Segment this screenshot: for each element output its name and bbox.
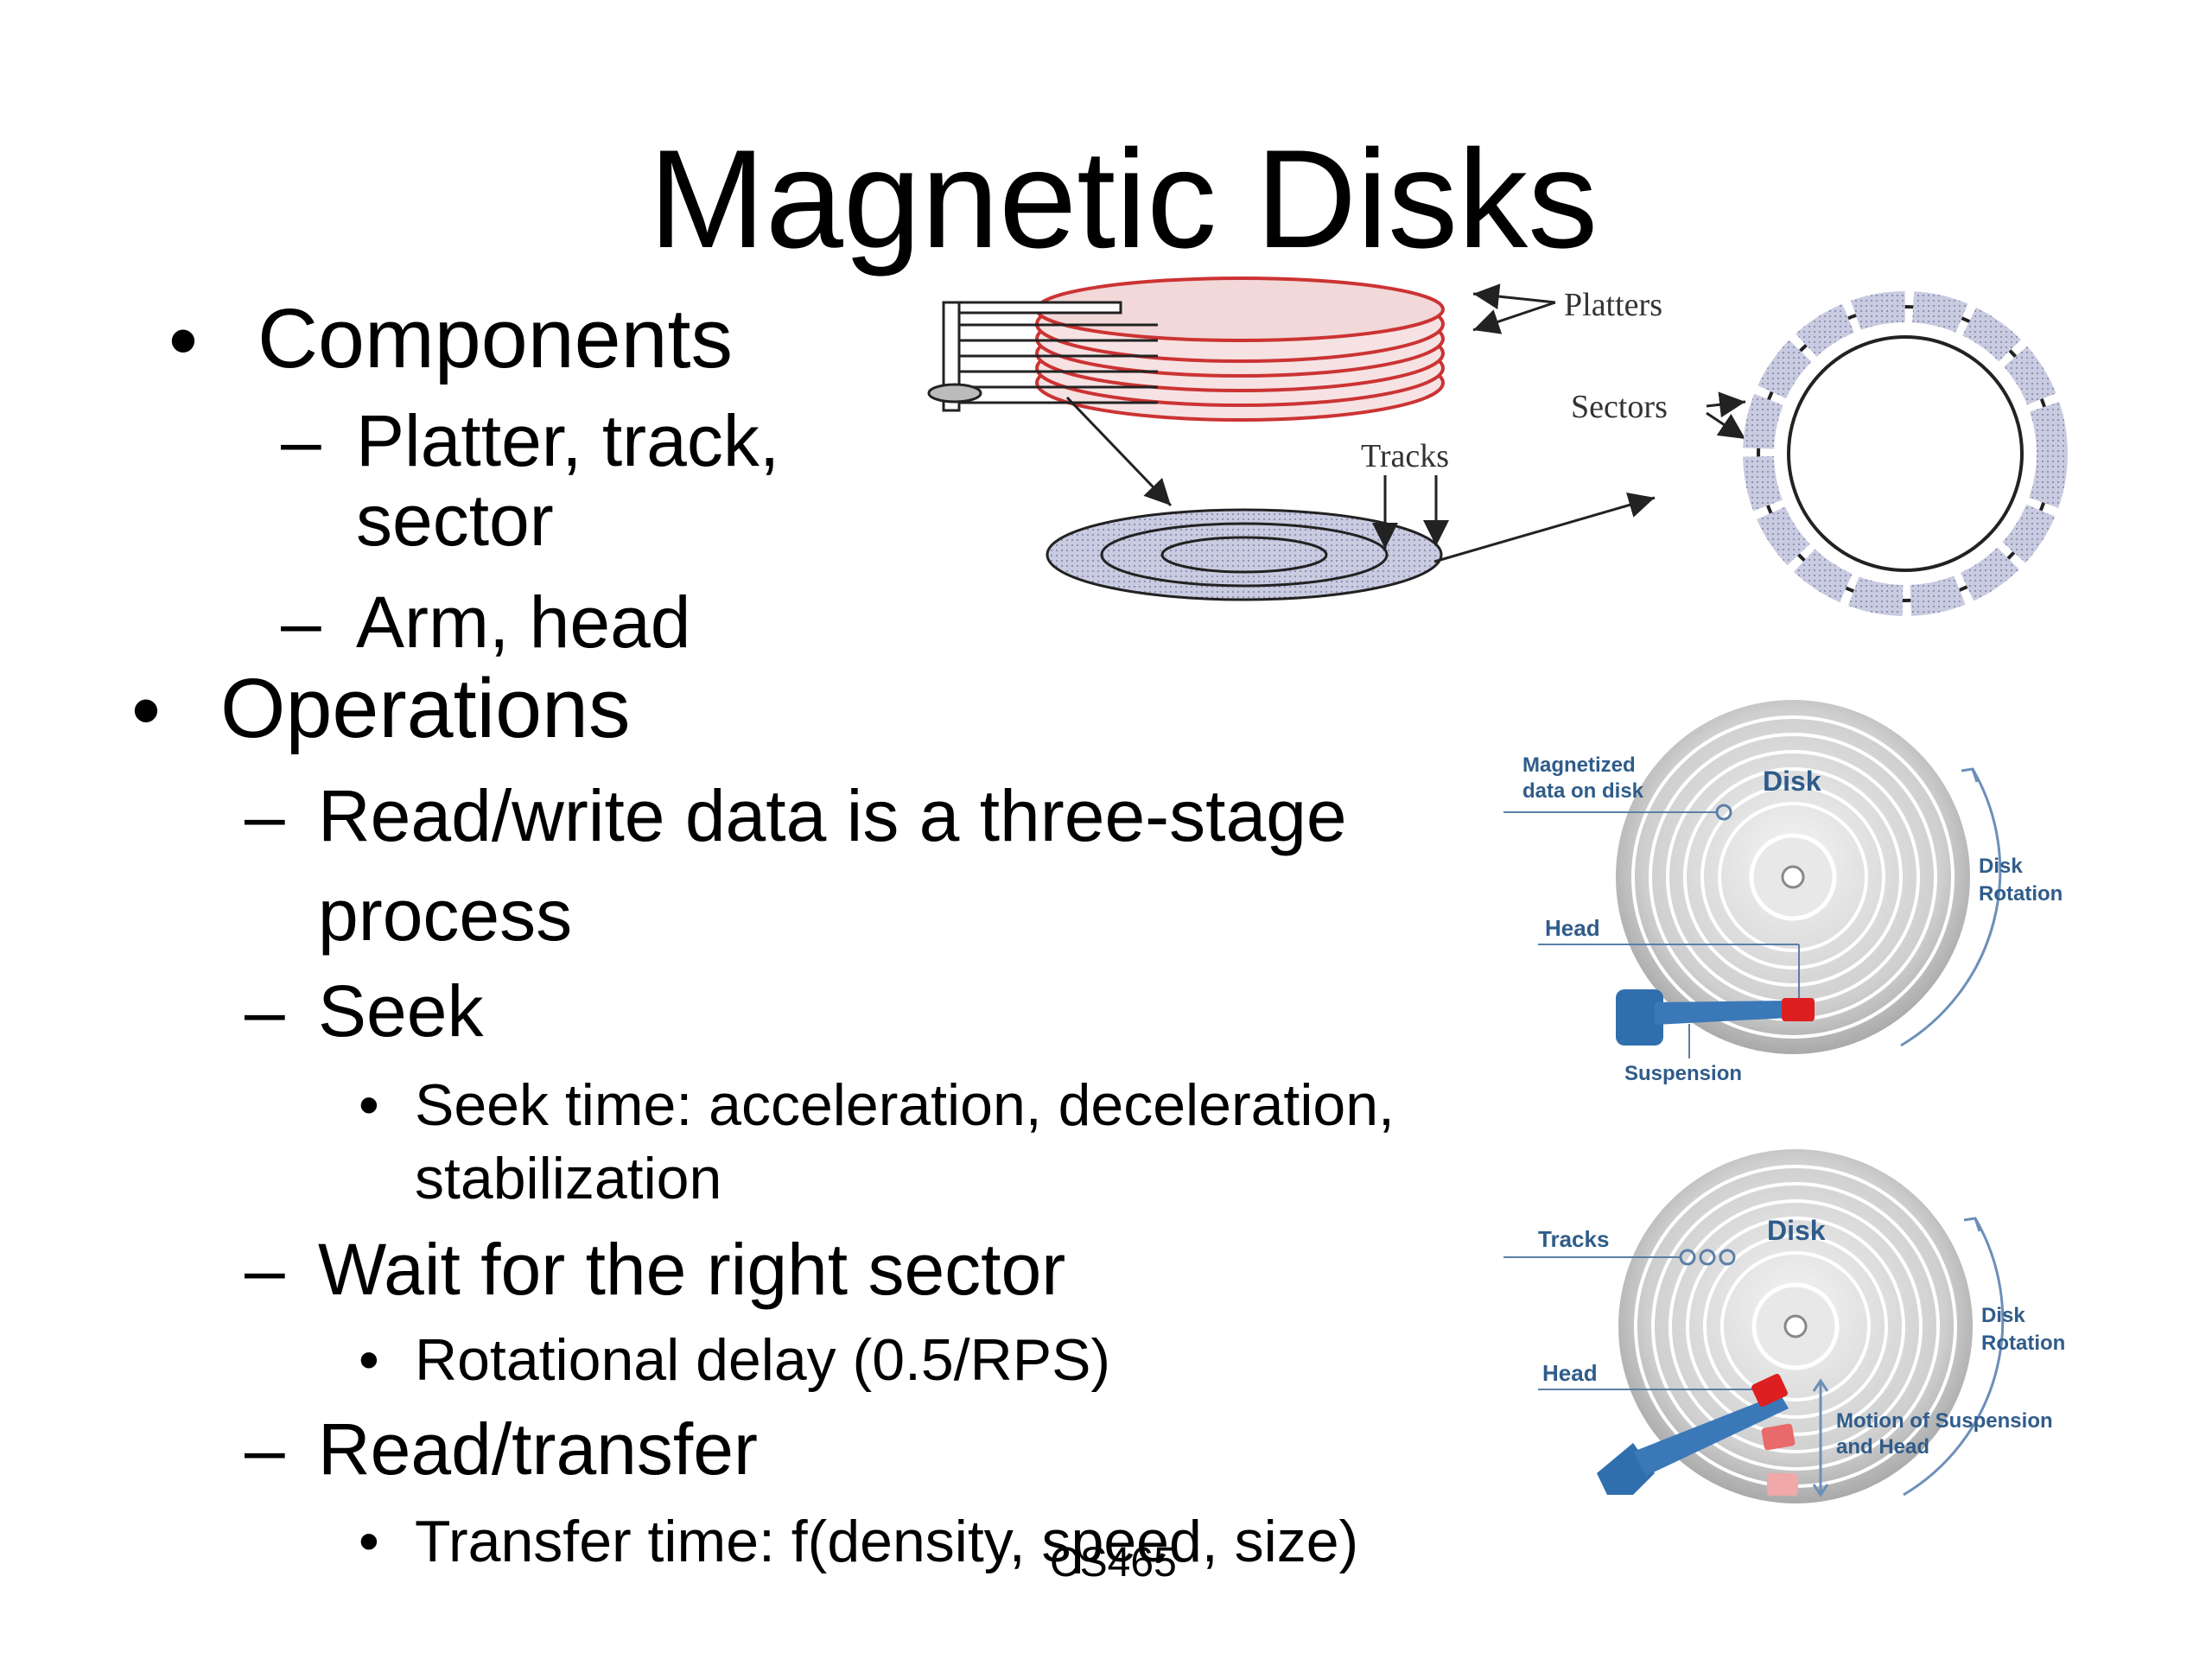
label-motion-line2: and Head [1836,1435,1929,1459]
sub-item-seek-time-line1: Seek time: acceleration, deceleration, [415,1072,1395,1138]
head-arm [1616,989,1815,1046]
disk-platter [1616,700,1970,1054]
sector-ring [1743,291,2068,616]
label-disk: Disk [1767,1215,1826,1246]
sub-bullet-dot: • [359,1072,379,1138]
item-read-transfer: Read/transfer [318,1408,758,1490]
item-seek: Seek [318,970,484,1052]
single-platter [1046,508,1443,601]
label-rotation-line1: Disk [1979,855,2023,878]
sub-item-seek-time-line2: stabilization [415,1146,722,1211]
sub-item-rotational-delay: Rotational delay (0.5/RPS) [415,1327,1111,1393]
label-suspension: Suspension [1624,1062,1742,1085]
label-magnetized-line2: data on disk [1522,779,1644,803]
label-platters: Platters [1564,287,1662,323]
item-arm-head: Arm, head [356,582,691,663]
label-tracks: Tracks [1361,438,1449,474]
item-platter-track-line1: Platter, track, [356,400,780,481]
bullet-dot: • [168,293,198,387]
sub-item-transfer-time: Transfer time: f(density, speed, size) [415,1509,1359,1574]
disk-seek-diagram: Tracks Disk Disk Rotation Head Motion of… [1503,1149,2065,1503]
bullet-dot: • [131,663,161,757]
head-arm [1597,1374,1798,1496]
label-magnetized-line1: Magnetized [1522,753,1636,777]
slide-title: Magnetic Disks [648,121,1599,277]
dash: – [245,1408,285,1490]
item-platter-track-line2: sector [356,480,554,561]
dash: – [245,970,285,1052]
disk-read-diagram: Magnetized data on disk Disk Disk Rotati… [1503,700,2063,1085]
heading-components: Components [257,291,733,385]
label-head: Head [1545,915,1600,941]
dash: – [245,775,285,856]
label-motion-line1: Motion of Suspension [1836,1409,2053,1433]
label-disk: Disk [1763,766,1821,797]
label-tracks: Tracks [1538,1226,1609,1252]
label-head: Head [1542,1360,1598,1386]
label-sectors: Sectors [1571,389,1668,425]
item-three-stage-line2: process [318,874,573,956]
dash: – [281,582,321,663]
dash: – [245,1229,285,1310]
item-three-stage-line1: Read/write data is a three-stage [318,775,1347,856]
slide-footer: CS465 [1050,1540,1177,1586]
platter-stack [1035,276,1445,422]
label-rotation-line2: Rotation [1981,1332,2065,1355]
heading-operations: Operations [220,661,631,755]
label-rotation-line1: Disk [1981,1304,2025,1327]
sub-bullet-dot: • [359,1327,379,1393]
disk-structure-diagram: Platters Tracks Sectors [927,276,2068,616]
sub-bullet-dot: • [359,1509,379,1574]
item-wait-sector: Wait for the right sector [318,1229,1066,1310]
label-rotation-line2: Rotation [1979,882,2063,906]
arm-assembly [927,301,1158,412]
dash: – [281,400,321,481]
